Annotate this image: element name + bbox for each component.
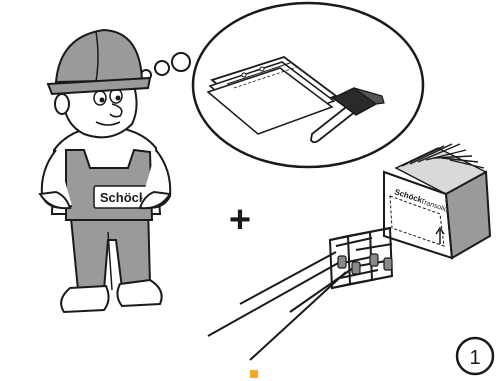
plus-sign: + (229, 199, 251, 241)
rebar-long-bars (208, 252, 356, 360)
hard-hat-icon (56, 30, 142, 82)
right-shoe (117, 280, 161, 306)
thought-dot-medium (155, 61, 169, 75)
thought-bubble (141, 3, 423, 167)
apron-brand-label: Schöck (100, 190, 147, 205)
step-number: 1 (469, 347, 480, 369)
step-number-badge: 1 (457, 338, 493, 374)
rebar-cage (208, 228, 392, 360)
position-marker (250, 370, 258, 378)
transolid-module: Schöck Transolid (384, 144, 490, 258)
thought-dot-large (172, 53, 190, 71)
left-shoe (61, 286, 108, 312)
worker-ear (55, 94, 69, 114)
left-eye (94, 91, 106, 105)
